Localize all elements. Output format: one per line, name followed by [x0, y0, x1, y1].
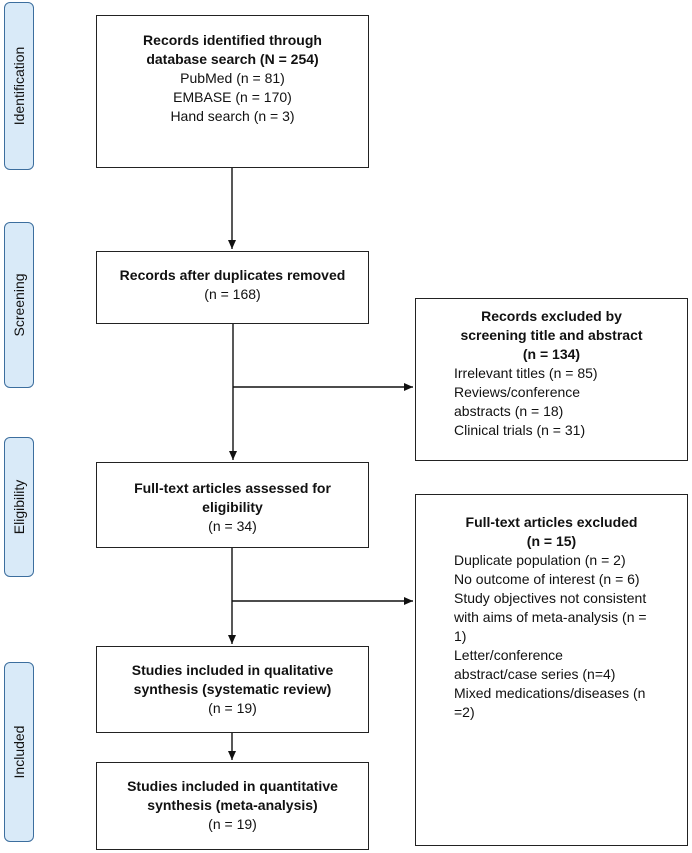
screening-exclusions-count: (n = 134) [522, 346, 581, 362]
source-pubmed: PubMed (n = 81) [180, 70, 285, 86]
list-item: with aims of meta-analysis (n = [454, 609, 647, 625]
screening-exclusion-reasons: Irrelevant titles (n = 85) Reviews/confe… [416, 364, 687, 440]
full-text-assessed-title-line2: eligibility [202, 499, 263, 515]
records-identified-title-line1: Records identified through [143, 32, 322, 48]
box-records-identified: Records identified through database sear… [96, 15, 369, 168]
phase-screening: Screening [4, 222, 34, 388]
box-duplicates-removed: Records after duplicates removed (n = 16… [96, 251, 369, 324]
quantitative-title-line1: Studies included in quantitative [127, 778, 338, 794]
source-hand-search: Hand search (n = 3) [170, 108, 295, 124]
screening-exclusions-title-line2: screening title and abstract [460, 327, 643, 343]
phase-included: Included [4, 662, 34, 842]
list-item: No outcome of interest (n = 6) [454, 571, 640, 587]
list-item: abstracts (n = 18) [454, 403, 564, 419]
records-identified-title-line2: database search (N = 254) [146, 51, 319, 67]
box-full-text-exclusions: Full-text articles excluded (n = 15) Dup… [415, 494, 688, 846]
box-full-text-assessed: Full-text articles assessed for eligibil… [96, 462, 369, 548]
list-item: Irrelevant titles (n = 85) [454, 365, 598, 381]
qualitative-title-line2: synthesis (systematic review) [133, 681, 332, 697]
list-item: Reviews/conference [454, 384, 581, 400]
list-item: Letter/conference [454, 647, 563, 663]
full-text-exclusions-count: (n = 15) [526, 533, 577, 549]
phase-identification: Identification [4, 2, 34, 170]
list-item: abstract/case series (n=4) [454, 666, 616, 682]
duplicates-removed-count: (n = 168) [204, 286, 261, 302]
list-item: 1) [454, 628, 467, 644]
full-text-exclusion-reasons: Duplicate population (n = 2) No outcome … [416, 551, 687, 722]
list-item: Study objectives not consistent [454, 590, 647, 606]
full-text-assessed-count: (n = 34) [208, 518, 257, 534]
quantitative-count: (n = 19) [208, 816, 257, 832]
qualitative-count: (n = 19) [208, 700, 257, 716]
quantitative-title-line2: synthesis (meta-analysis) [147, 797, 318, 813]
box-qualitative-synthesis: Studies included in qualitative synthesi… [96, 646, 369, 733]
source-embase: EMBASE (n = 170) [173, 89, 292, 105]
qualitative-title-line1: Studies included in qualitative [131, 662, 334, 678]
list-item: Clinical trials (n = 31) [454, 422, 586, 438]
duplicates-removed-title: Records after duplicates removed [119, 267, 346, 283]
list-item: =2) [454, 704, 475, 720]
full-text-assessed-title-line1: Full-text articles assessed for [134, 480, 331, 496]
full-text-exclusions-title-line1: Full-text articles excluded [465, 514, 638, 530]
phase-eligibility: Eligibility [4, 437, 34, 577]
screening-exclusions-title-line1: Records excluded by [481, 308, 622, 324]
box-quantitative-synthesis: Studies included in quantitative synthes… [96, 762, 369, 850]
list-item: Duplicate population (n = 2) [454, 552, 626, 568]
box-screening-exclusions: Records excluded by screening title and … [415, 298, 688, 461]
list-item: Mixed medications/diseases (n [454, 685, 646, 701]
